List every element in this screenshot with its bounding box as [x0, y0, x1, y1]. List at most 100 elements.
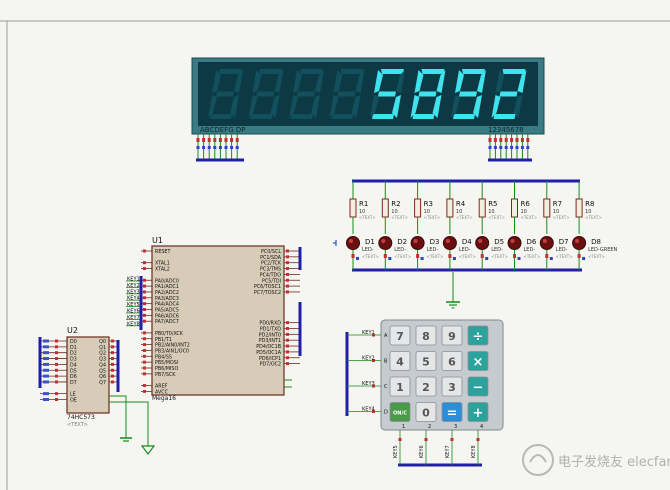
key-net-label: KEY5 [127, 302, 140, 308]
keypad-key-8[interactable]: × [467, 351, 489, 371]
resistor-ref: R1 [359, 200, 368, 208]
keypad-key-6[interactable]: 5 [415, 351, 437, 371]
segment-e [410, 95, 420, 118]
segment-b [274, 70, 284, 93]
keypad-key-label: ÷ [473, 330, 484, 345]
u2-pin-label: OE [70, 398, 77, 404]
u1-pin-label: PB1/T1 [155, 337, 172, 343]
u2-pin-label: D6 [70, 374, 77, 380]
keypad-key-label: 8 [422, 330, 430, 343]
segment-d [210, 114, 232, 119]
u2-pin-label: Q6 [99, 374, 106, 380]
ground-icon [120, 437, 132, 442]
segment-f [252, 70, 262, 93]
keypad-col-net: KEY6 [419, 445, 425, 458]
keypad-col-label: 3 [454, 424, 457, 430]
u1-pin-label: PA2/ADC2 [155, 290, 179, 296]
svg-text:<TEXT>: <TEXT> [524, 254, 541, 259]
keypad-key-label: 7 [396, 330, 404, 343]
watermark: 电子发烧友 elecfans.com [522, 444, 670, 476]
keypad-row-label: C [384, 384, 388, 390]
keypad-key-2[interactable]: 8 [415, 325, 437, 346]
keypad-key-1[interactable]: 7 [389, 325, 411, 346]
u2-pin-label: D4 [70, 362, 77, 368]
u1-pin-label: PC2/TCK [261, 261, 282, 267]
keypad-key-16[interactable]: + [467, 402, 489, 422]
key-net-label: KEY3 [127, 289, 140, 295]
keypad-key-9[interactable]: 1 [389, 376, 411, 397]
u1-pin-label: PC0/SCL [261, 249, 281, 255]
keypad-key-14[interactable]: 0 [415, 402, 437, 422]
segment-f [293, 70, 302, 93]
resistor-ref: R3 [424, 200, 433, 208]
key-net-label: KEY2 [127, 283, 140, 289]
keypad-key-4[interactable]: ÷ [467, 325, 489, 346]
segment-label: ABCDEFG DP [200, 126, 245, 134]
svg-text:<TEXT>: <TEXT> [588, 254, 605, 259]
keypad-key-3[interactable]: 9 [441, 325, 463, 346]
segment-g [337, 91, 356, 97]
led-type: LED- [556, 247, 568, 253]
svg-text:<TEXT>: <TEXT> [488, 215, 505, 220]
led-type: LED- [427, 247, 439, 253]
segment-g [418, 91, 437, 97]
u1-pin-label: PB5/MOSI [155, 360, 178, 366]
segment-e [329, 95, 339, 118]
keypad-row-label: D [384, 410, 388, 416]
u1-pin-label: PB0/T0/XCK [155, 331, 184, 337]
digit-5 [370, 69, 405, 119]
segment-c [230, 95, 239, 118]
keypad-key-13[interactable]: ON/C [389, 402, 411, 422]
segment-b [517, 70, 527, 93]
keypad-row-net: KEY1 [362, 330, 375, 336]
segment-g [297, 91, 315, 97]
segment-c [311, 95, 320, 118]
keypad-key-5[interactable]: 4 [389, 351, 411, 371]
u1-microcontroller[interactable]: U1 Mega16 RESETXTAL1XTAL2PA0/ADC0PA1/ADC… [141, 236, 300, 402]
resistor-ref: R5 [488, 200, 497, 208]
keypad-key-label: 5 [422, 355, 430, 368]
segment-d [493, 114, 516, 119]
led-ref: D5 [494, 238, 504, 246]
keypad-key-15[interactable]: = [441, 402, 463, 422]
u1-pin-label: PD4/OC1B [256, 344, 281, 350]
digit-7 [451, 69, 486, 119]
u1-pin-label: PB7/SCK [155, 372, 176, 378]
keypad-key-7[interactable]: 6 [441, 351, 463, 371]
keypad-key-10[interactable]: 2 [415, 376, 437, 397]
keypad-key-label: = [447, 406, 458, 421]
ground-icon [140, 445, 156, 455]
segment-c [473, 95, 482, 118]
keypad-key-11[interactable]: 3 [441, 376, 463, 397]
u2-pin-label: D0 [70, 339, 77, 345]
keypad-row-net: KEY2 [362, 356, 375, 362]
u2-pin-label: Q3 [99, 357, 106, 363]
u2-pin-label: D1 [70, 345, 77, 351]
segment-b [396, 70, 405, 93]
u1-pin-label: PC7/TOSC2 [254, 290, 281, 296]
keypad-key-12[interactable]: − [467, 376, 489, 397]
seven-segment-display[interactable]: ABCDEFG DP 12345678 [191, 57, 545, 135]
led-ref: D7 [559, 238, 569, 246]
svg-text:<TEXT>: <TEXT> [427, 254, 444, 259]
u1-pin-label: XTAL2 [155, 267, 170, 273]
keypad-key-label: ON/C [393, 410, 407, 416]
